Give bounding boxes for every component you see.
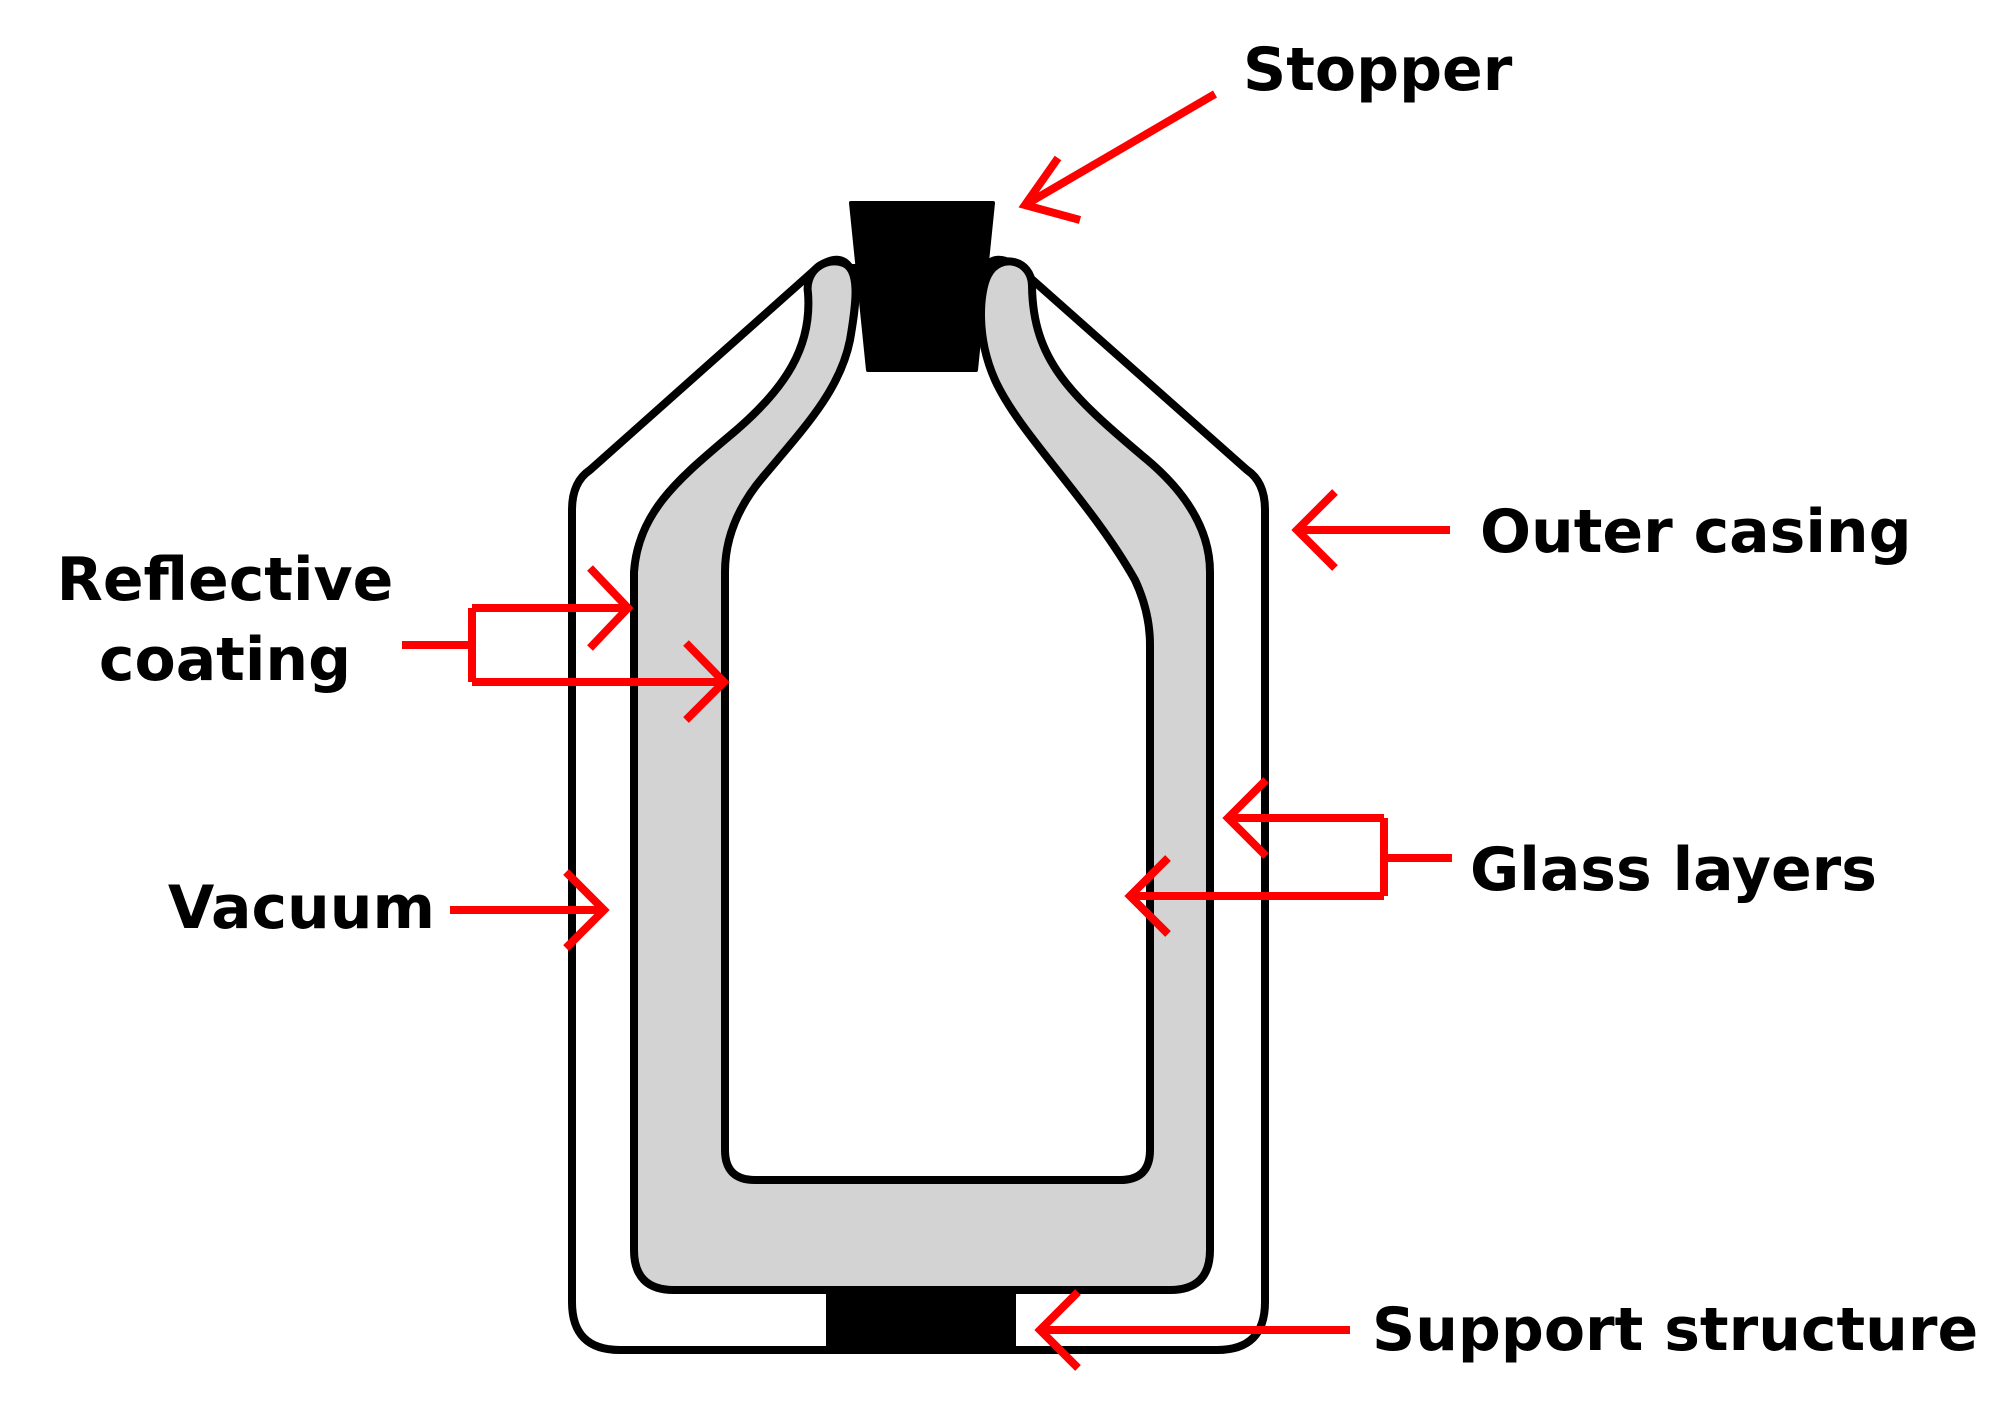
label-reflective-coating-line1: Reflective — [57, 545, 394, 615]
label-vacuum: Vacuum — [168, 873, 435, 943]
label-outer-casing: Outer casing — [1480, 497, 1912, 567]
stopper-block — [849, 201, 995, 372]
arrow-glass-layers — [1124, 777, 1452, 937]
arrow-vacuum — [450, 869, 610, 951]
label-support-structure: Support structure — [1372, 1295, 1978, 1365]
label-reflective-coating-line2: coating — [99, 625, 351, 695]
label-glass-layers: Glass layers — [1470, 835, 1877, 905]
glass-layers-shape — [630, 257, 1214, 1294]
label-stopper: Stopper — [1243, 35, 1513, 105]
arrow-stopper — [1018, 90, 1218, 224]
arrow-outer-casing — [1291, 489, 1450, 571]
support-structure-block — [826, 1290, 1016, 1350]
arrow-support-structure — [1034, 1289, 1350, 1371]
arrow-reflective-coating — [402, 565, 730, 723]
